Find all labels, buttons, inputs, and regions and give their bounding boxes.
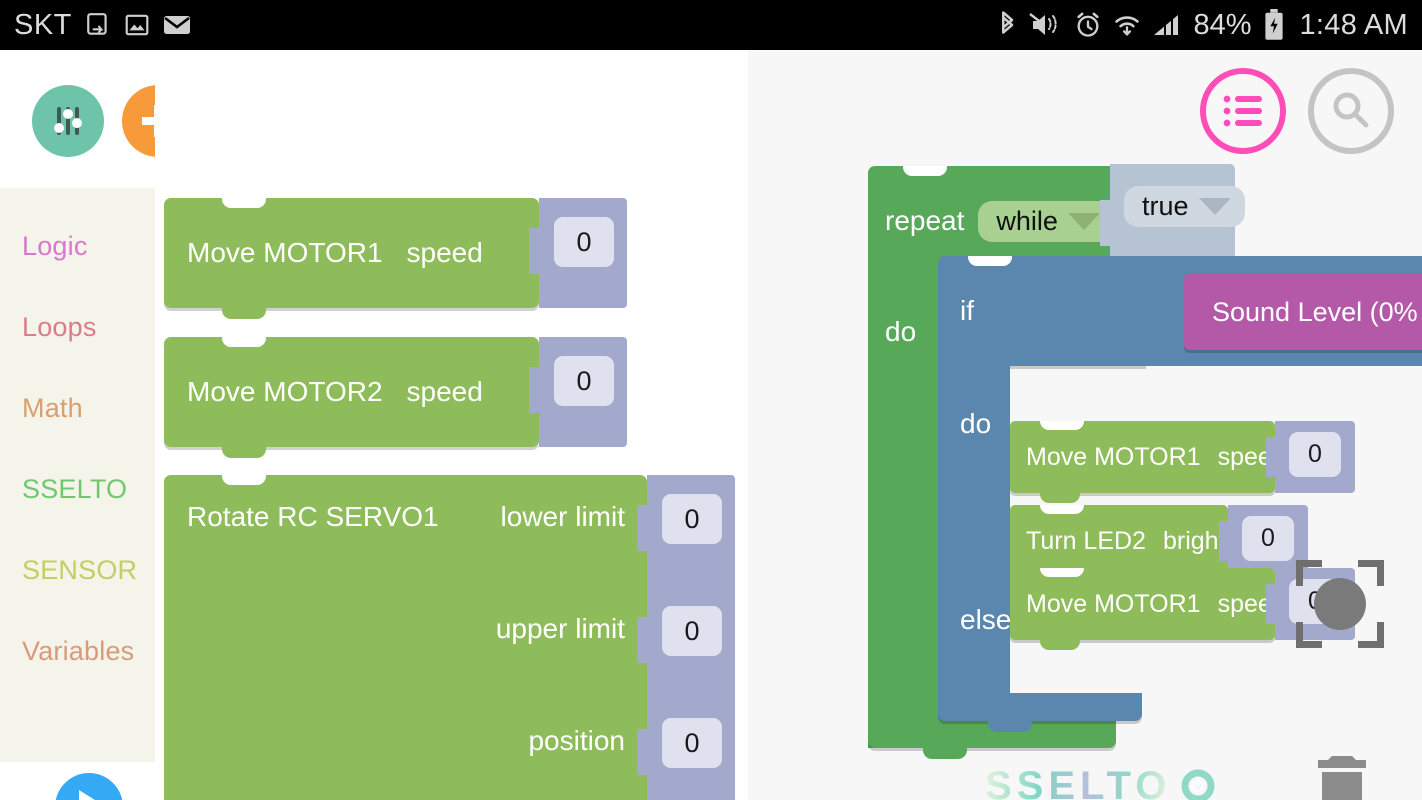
repeat-mode-value: while (996, 205, 1058, 236)
sidebar-item-label: SENSOR (22, 555, 138, 585)
sidebar-item-sselto[interactable]: SSELTO (0, 449, 155, 530)
chevron-down-icon (1067, 212, 1100, 230)
block-notch-top (1040, 568, 1084, 577)
canvas-block-move-motor1-do[interactable]: Move MOTOR1 speed 0 (1010, 421, 1355, 503)
palette-block-move-motor1[interactable]: Move MOTOR1 speed 0 (164, 198, 627, 319)
if-do-label: do (960, 408, 992, 439)
right-toolbar (1200, 68, 1394, 154)
run-button[interactable] (55, 773, 123, 800)
block-notch-top (222, 475, 266, 485)
block-value-input[interactable]: 0 (662, 606, 722, 656)
palette-block-move-motor2[interactable]: Move MOTOR2 speed 0 (164, 337, 627, 458)
android-status-bar: SKT (0, 0, 1422, 50)
block-title: Rotate RC SERVO1 (187, 501, 439, 532)
bluetooth-icon (996, 10, 1018, 40)
block-notch-top (222, 198, 266, 208)
watermark-label: SSELTO (985, 764, 1171, 800)
sselto-watermark: SSELTO (985, 764, 1215, 800)
canvas-block-turn-led2[interactable]: Turn LED2 bright 0 (1010, 505, 1308, 587)
category-sidebar[interactable]: Logic Loops Math SSELTO SENSOR Variables (0, 188, 155, 762)
play-icon[interactable] (55, 773, 123, 800)
repeat-mode-dropdown[interactable]: while (978, 200, 1114, 242)
clock-label: 1:48 AM (1299, 8, 1408, 41)
screenshot-icon (85, 12, 111, 38)
block-notch-top (903, 166, 947, 176)
carrier-label: SKT (14, 8, 72, 41)
sidebar-item-label: Variables (22, 636, 135, 666)
mute-vibrate-icon (1029, 11, 1063, 39)
block-notch-top (1040, 421, 1084, 430)
play-triangle (79, 790, 106, 800)
true-value-label: true (1142, 191, 1189, 221)
block-field-label: position (528, 725, 625, 756)
sound-level-label: Sound Level (0% ~ 100%) (1212, 296, 1422, 327)
block-value-input[interactable]: 0 (1242, 516, 1294, 561)
block-notch-top (222, 337, 266, 347)
repeat-keyword-label: repeat (885, 205, 965, 236)
if-else-label: else (960, 604, 1012, 635)
app-surface: Logic Loops Math SSELTO SENSOR Variables (0, 50, 1422, 800)
block-title: Move MOTOR1 (1026, 589, 1201, 618)
trash-icon[interactable] (1310, 750, 1374, 800)
sidebar-item-math[interactable]: Math (0, 368, 155, 449)
mail-icon (163, 14, 191, 36)
if-keyword-label: if (960, 295, 974, 326)
block-notch-top (968, 256, 1012, 266)
true-value-dropdown[interactable]: true (1124, 186, 1245, 227)
sidebar-item-label: Logic (22, 231, 88, 261)
image-icon (124, 12, 150, 38)
block-list-icon[interactable] (1200, 68, 1286, 154)
battery-percent-label: 84% (1193, 8, 1252, 41)
signal-icon (1152, 11, 1182, 39)
status-bar-right: 84% 1:48 AM (996, 9, 1408, 42)
palette-block-rotate-rc-servo1[interactable]: Rotate RC SERVO1 lower limit upper limit… (164, 475, 735, 800)
sidebar-item-sensor[interactable]: SENSOR (0, 530, 155, 611)
search-icon[interactable] (1308, 68, 1394, 154)
sidebar-item-logic[interactable]: Logic (0, 206, 155, 287)
reporter-plug (1184, 294, 1186, 332)
block-title: Move MOTOR1 (187, 237, 383, 268)
sidebar-item-label: Loops (22, 312, 97, 342)
wifi-icon (1113, 11, 1141, 39)
settings-sliders-icon[interactable] (32, 85, 104, 157)
canvas-block-repeat-while[interactable]: repeat while true do (868, 164, 1245, 759)
block-value-input[interactable]: 0 (554, 356, 614, 406)
block-flyout[interactable]: Move MOTOR1 speed 0 (155, 50, 748, 800)
block-value-input[interactable]: 0 (662, 494, 722, 544)
block-value-input[interactable]: 0 (662, 718, 722, 768)
sidebar-item-loops[interactable]: Loops (0, 287, 155, 368)
canvas-block-move-motor1-else[interactable]: Move MOTOR1 speed 0 (1010, 568, 1355, 650)
canvas-block-if-else[interactable]: if Sound Level (0% ~ 100%) do else (938, 256, 1422, 732)
block-field-label: bright (1162, 526, 1226, 555)
sidebar-item-label: SSELTO (22, 474, 128, 504)
block-value-input[interactable]: 0 (1289, 432, 1341, 477)
block-value-input[interactable]: 0 (1289, 579, 1341, 624)
repeat-do-label: do (885, 316, 917, 347)
canvas-block-true-reporter[interactable]: true (1110, 164, 1245, 264)
block-field-label: speed (406, 237, 483, 268)
sidebar-item-variables[interactable]: Variables (0, 611, 155, 692)
block-field-label: lower limit (500, 501, 625, 532)
block-value-input[interactable]: 0 (554, 217, 614, 267)
battery-charging-icon (1263, 9, 1285, 41)
repeat-block-spine (868, 276, 940, 748)
block-field-label: upper limit (495, 613, 625, 644)
block-notch-top (1040, 505, 1084, 514)
alarm-icon (1074, 11, 1102, 39)
chevron-down-icon (1198, 198, 1231, 215)
sidebar-item-label: Math (22, 393, 83, 423)
block-title: Move MOTOR2 (187, 376, 383, 407)
status-bar-left: SKT (14, 9, 191, 42)
if-block-foot[interactable] (938, 693, 1142, 721)
block-title: Turn LED2 (1026, 526, 1146, 555)
block-field-label: speed (406, 376, 483, 407)
block-title: Move MOTOR1 (1026, 442, 1201, 471)
canvas-block-sound-level[interactable]: Sound Level (0% ~ 100%) (1184, 274, 1422, 350)
if-block-spine (938, 366, 1010, 718)
if-block-head[interactable]: if (938, 256, 1159, 366)
